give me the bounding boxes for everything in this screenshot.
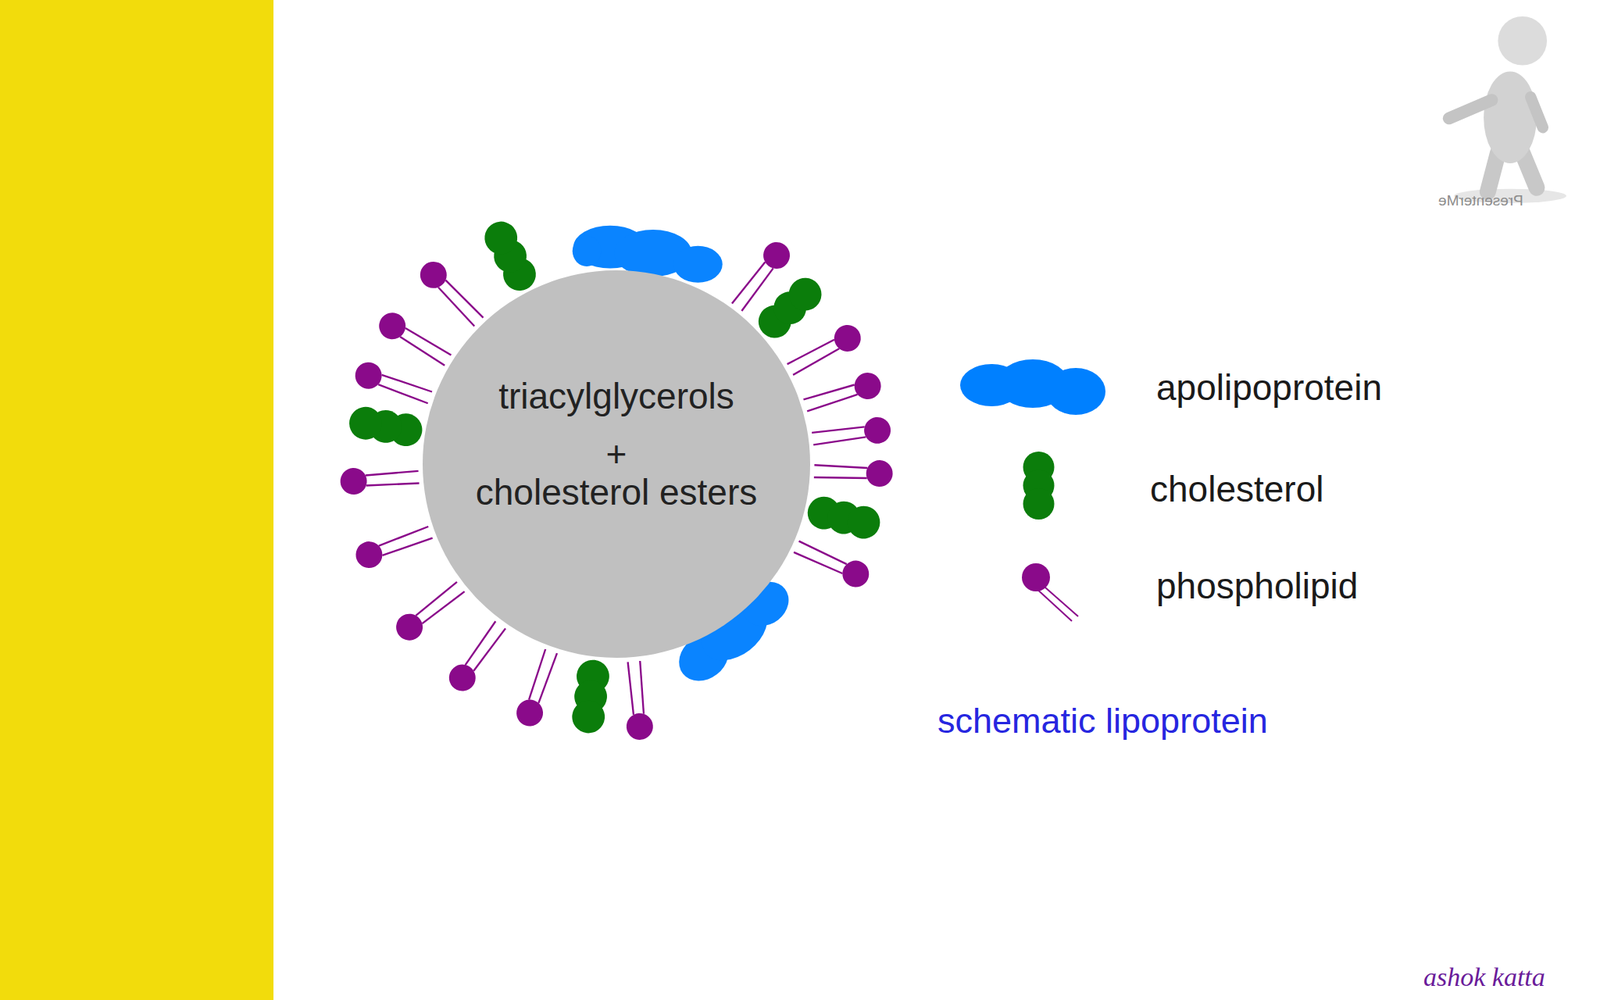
cholesterol-molecule bbox=[804, 493, 884, 543]
phospholipid bbox=[339, 464, 421, 496]
lobe bbox=[1023, 488, 1055, 520]
author-signature: ashok katta bbox=[1423, 962, 1546, 993]
phospholipid bbox=[783, 320, 866, 382]
legend-text: apolipoprotein bbox=[1156, 365, 1383, 410]
circle-fill bbox=[422, 270, 811, 658]
phospholipid bbox=[814, 457, 894, 487]
blob-part bbox=[1046, 367, 1106, 415]
cholesterol-molecule bbox=[570, 658, 611, 736]
phospholipid bbox=[351, 358, 435, 411]
phospholipid bbox=[414, 256, 489, 332]
caption: schematic lipoprotein bbox=[937, 699, 1268, 743]
phospholipid bbox=[374, 307, 455, 372]
cholesterol-molecule bbox=[478, 215, 542, 297]
phospholipid bbox=[352, 519, 436, 572]
phospholipid bbox=[810, 415, 893, 453]
watermark: PresenterMe bbox=[1438, 192, 1524, 210]
legend-sample bbox=[1020, 450, 1058, 521]
side-band bbox=[0, 0, 274, 1000]
phospholipid bbox=[621, 660, 655, 741]
core-label: cholesterol esters bbox=[422, 470, 811, 515]
legend-sample bbox=[958, 355, 1108, 419]
core-label: triacylglycerols bbox=[422, 374, 811, 418]
cholesterol-molecule bbox=[346, 404, 425, 449]
head bbox=[1021, 563, 1050, 592]
core-label: + bbox=[422, 432, 811, 476]
legend-text: phospholipid bbox=[1156, 564, 1358, 608]
phospholipid bbox=[390, 576, 469, 647]
phospholipid bbox=[790, 534, 874, 592]
tail bbox=[1034, 586, 1072, 622]
phospholipid bbox=[801, 369, 885, 418]
cholesterol-group bbox=[346, 215, 884, 735]
phospholipid bbox=[512, 646, 564, 730]
cholesterol-molecule bbox=[751, 271, 829, 345]
presenter-figure bbox=[1449, 16, 1567, 204]
legend-text: cholesterol bbox=[1150, 467, 1324, 511]
legend-sample bbox=[1015, 558, 1094, 623]
phospholipid bbox=[443, 617, 511, 697]
phospholipid-ring bbox=[339, 236, 894, 741]
core-circle: triacylglycerols +cholesterol esters bbox=[422, 270, 811, 658]
